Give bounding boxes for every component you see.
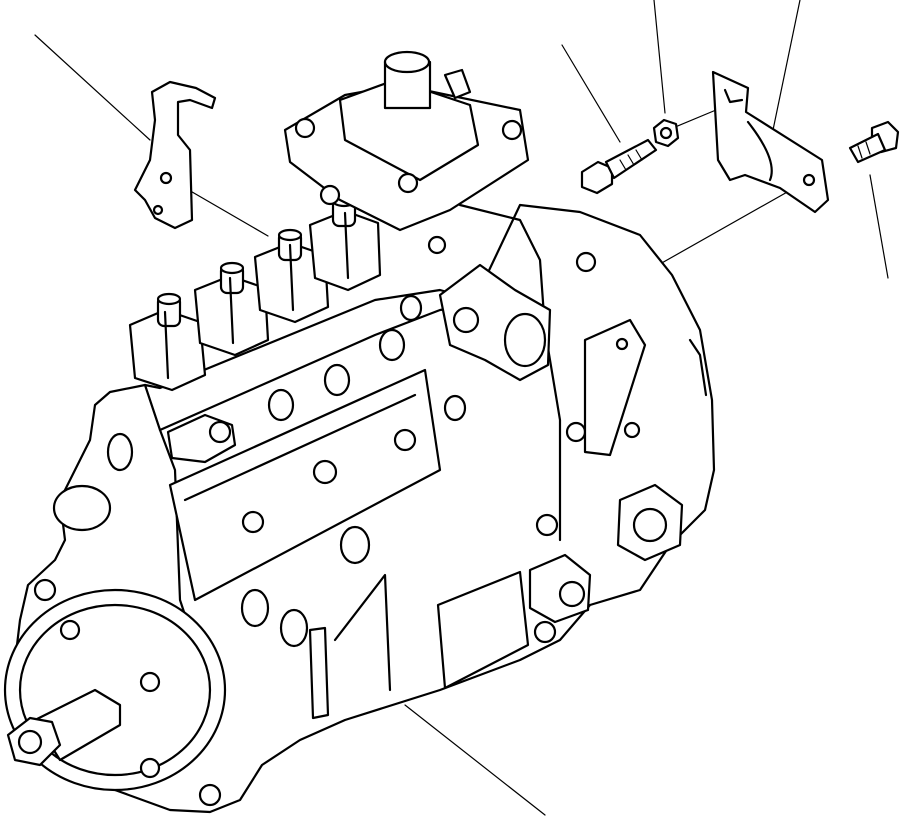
nameplate — [436, 570, 530, 690]
side-cover-plate — [168, 368, 442, 602]
cover-hole — [312, 459, 338, 485]
lever-shaft — [452, 306, 480, 334]
overflow-valve-end — [558, 580, 586, 608]
housing-bolt-2 — [575, 251, 597, 273]
plug-1 — [267, 388, 295, 422]
flange-bolt-2 — [139, 671, 161, 693]
pump-body — [3, 203, 716, 814]
plug-2 — [323, 363, 351, 397]
cover-screw-4 — [319, 184, 341, 206]
lower-plug-3 — [339, 525, 371, 565]
cover-bolt-1 — [241, 510, 265, 534]
stop-lever-pin — [623, 421, 641, 439]
slot-plate — [308, 626, 330, 720]
housing-bolt-1 — [427, 235, 447, 255]
breather-plug — [443, 68, 472, 100]
plug-left — [106, 432, 134, 472]
stop-lever-plate — [583, 318, 647, 457]
control-link — [333, 573, 392, 692]
bracket-bolt-hole — [802, 173, 816, 187]
hex-bolt-right — [848, 120, 900, 164]
bracket-pin — [152, 204, 164, 216]
plug-4 — [399, 294, 423, 322]
callout-nut — [653, 0, 666, 114]
valve-holder-1 — [128, 292, 207, 392]
cover-screw-3 — [397, 172, 419, 194]
governor-cap-top — [383, 50, 431, 74]
valve-holder-3 — [253, 228, 330, 324]
bracket-cutout — [746, 120, 773, 182]
flange-bolt-3 — [139, 757, 161, 779]
plug-3 — [378, 328, 406, 362]
stop-lever-bracket — [133, 80, 217, 230]
side-cover-rib — [183, 393, 417, 502]
flange-ear-hole-2 — [198, 783, 222, 807]
hex-nut — [652, 118, 680, 148]
callout-bolt-right — [869, 174, 889, 279]
governor-housing — [308, 203, 708, 720]
governor-cover — [283, 50, 530, 232]
hex-bolt — [580, 138, 658, 195]
bracket-fold — [723, 88, 744, 104]
housing-bolt-4 — [535, 513, 559, 537]
callout-bracket — [772, 0, 801, 131]
inlet-fitting-bore — [208, 420, 232, 444]
cover-screw-1 — [294, 117, 316, 139]
housing-rib — [688, 338, 708, 397]
callout-lever — [34, 34, 151, 141]
valve-holder-2 — [193, 261, 270, 357]
callout-bolt-left — [561, 44, 621, 143]
lower-plug-2 — [279, 608, 309, 648]
callout-body — [404, 704, 546, 816]
housing-bolt-3 — [565, 421, 587, 443]
flange-bolt-1 — [59, 619, 81, 641]
front-flange-inner — [18, 603, 212, 777]
mounting-bracket — [711, 70, 830, 214]
governor-housing-edge — [458, 203, 562, 542]
small-fitting — [443, 394, 467, 422]
side-boss — [52, 484, 112, 532]
stop-lever-hole — [615, 337, 629, 351]
housing-front-edge — [158, 428, 187, 617]
cover-bolt-2 — [393, 428, 417, 452]
lower-plug-1 — [240, 588, 270, 628]
cover-screw-2 — [501, 119, 523, 141]
lever-boss-end — [503, 312, 547, 368]
large-plug-face — [632, 507, 668, 543]
bracket-hole — [159, 171, 173, 185]
housing-bolt-5 — [533, 620, 557, 644]
shaft-end — [17, 729, 43, 755]
flange-ear-hole-1 — [33, 578, 57, 602]
